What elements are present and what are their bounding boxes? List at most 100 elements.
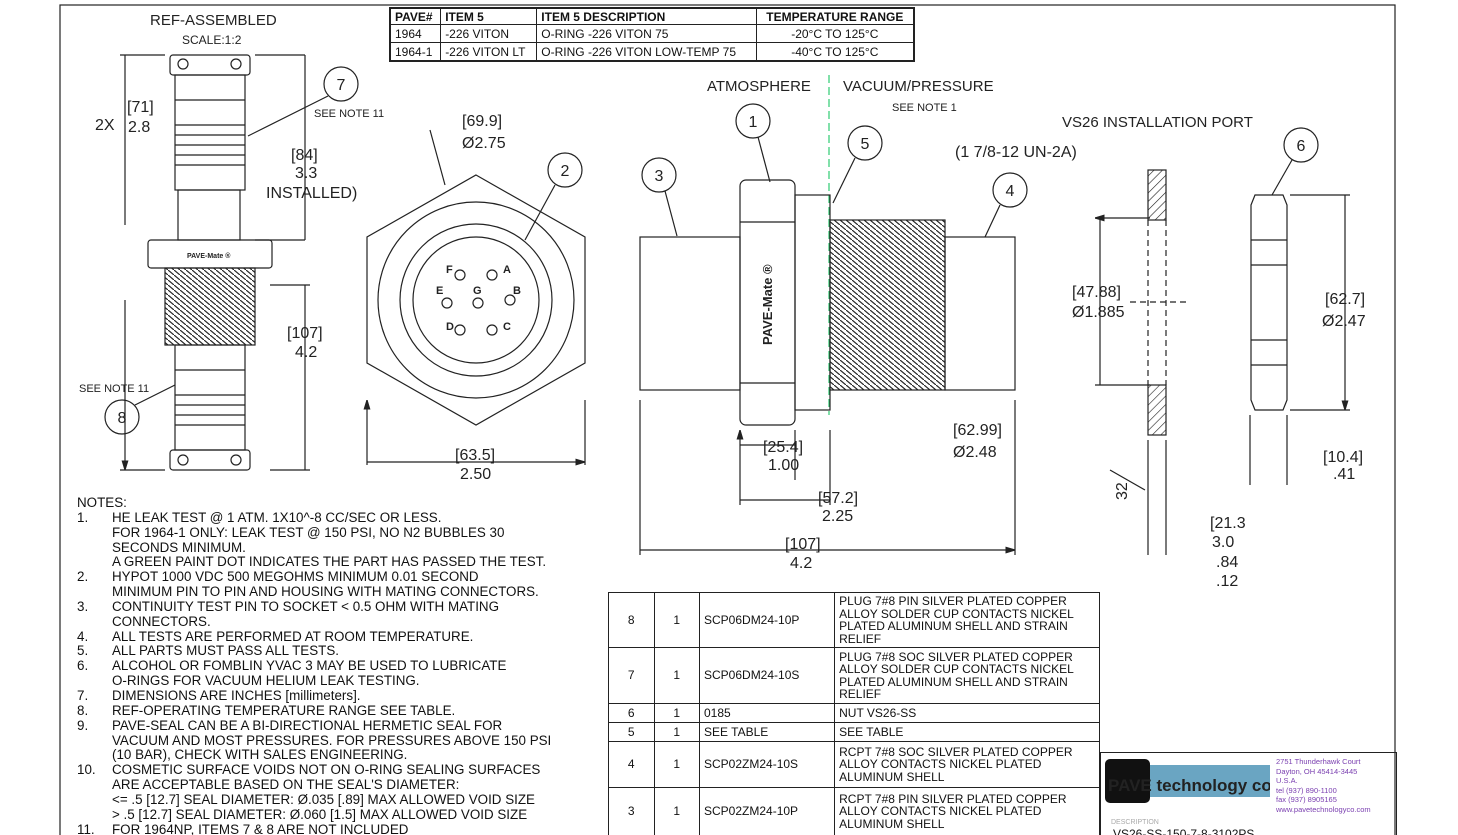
- item-balloons: 1 2 3 4 5 6 7 8: [104, 66, 1319, 435]
- dim-62-7mm: [62.7]: [1325, 291, 1365, 308]
- vacuum-pressure-label: VACUUM/PRESSURE: [843, 78, 994, 95]
- side-view: ATMOSPHERE VACUUM/PRESSURE SEE NOTE 1 PA…: [639, 75, 1077, 572]
- cell: -226 VITON LT: [440, 42, 538, 62]
- note-number: 2.: [77, 569, 89, 585]
- bom-description: PLUG 7#8 SOC SILVER PLATED COPPER ALLOY …: [834, 647, 1100, 704]
- note-number: 5.: [77, 643, 89, 659]
- cell: 1964: [389, 24, 442, 43]
- dim-62-99mm: [62.99]: [953, 422, 1002, 439]
- pin-d: D: [446, 321, 454, 333]
- balloon-5: 5: [861, 136, 870, 153]
- dim-21-3mm: [21.3: [1210, 515, 1246, 532]
- dim-107mm-assembled: [107]: [287, 325, 323, 342]
- note-item: 10. COSMETIC SURFACE VOIDS NOT ON O-RING …: [77, 762, 551, 822]
- note-line: VACUUM AND MOST PRESSURES. FOR PRESSURES…: [112, 732, 552, 748]
- note-line: ALCOHOL OR FOMBLIN YVAC 3 MAY BE USED TO…: [112, 658, 507, 674]
- note-line: HYPOT 1000 VDC 500 MEGOHMS MINIMUM 0.01 …: [112, 569, 479, 585]
- dim-3-3in: 3.3: [295, 165, 317, 182]
- note-line: MINIMUM PIN TO PIN AND HOUSING WITH MATI…: [112, 584, 539, 600]
- ref-assembled-label: REF-ASSEMBLED: [150, 12, 277, 29]
- cell: -226 VITON: [440, 24, 538, 43]
- description-label: DESCRIPTION: [1111, 819, 1159, 826]
- pin-g: G: [473, 285, 482, 297]
- bom-description: SEE TABLE: [834, 722, 1100, 742]
- note-line: COSMETIC SURFACE VOIDS NOT ON O-RING SEA…: [112, 762, 541, 778]
- dim-dia-2-75: Ø2.75: [462, 135, 506, 152]
- dim-2-8in: 2.8: [128, 119, 150, 136]
- bom-item-number: 8: [608, 592, 655, 648]
- pin-e: E: [436, 285, 443, 297]
- address-line: tel (937) 890-1100: [1276, 785, 1337, 795]
- note-line: CONTINUITY TEST PIN TO SOCKET < 0.5 OHM …: [112, 598, 500, 614]
- header-item5-desc: ITEM 5 DESCRIPTION: [536, 7, 757, 25]
- bom-part-number: SCP02ZM24-10P: [698, 787, 836, 835]
- front-view: A B C D E F G [69.9] Ø2.75 [63.5] 2.50: [367, 113, 585, 483]
- note-line: <= .5 [12.7] SEAL DIAMETER: Ø.035 [.89] …: [112, 791, 535, 807]
- bom-part-number: SCP06DM24-10P: [698, 592, 836, 648]
- note-line: PAVE-SEAL CAN BE A BI-DIRECTIONAL HERMET…: [112, 717, 503, 733]
- balloon-3: 3: [655, 168, 664, 185]
- dim-57-2mm: [57.2]: [818, 490, 858, 507]
- bom-description: RCPT 7#8 SOC SILVER PLATED COPPER ALLOY …: [834, 741, 1100, 788]
- bom-item-number: 5: [608, 722, 655, 742]
- logo-text: PAVE technology co.: [1108, 776, 1270, 795]
- note-line: CONNECTORS.: [112, 613, 211, 629]
- note-item: 9. PAVE-SEAL CAN BE A BI-DIRECTIONAL HERM…: [77, 717, 552, 764]
- dim-2-25in: 2.25: [822, 508, 853, 525]
- dim-71mm: [71]: [127, 99, 154, 116]
- note-line: ARE ACCEPTABLE BASED ON THE SEAL'S DIAME…: [112, 777, 460, 793]
- note-item: 4.ALL TESTS ARE PERFORMED AT ROOM TEMPER…: [77, 629, 551, 645]
- address-line: Dayton, OH 45414-3445: [1276, 766, 1358, 776]
- notes-title: NOTES:: [77, 495, 127, 510]
- surface-finish-32: 32: [1114, 482, 1131, 500]
- address-line: www.pavetechnologyco.com: [1276, 804, 1371, 814]
- bom-description: PLUG 7#8 PIN SILVER PLATED COPPER ALLOY …: [834, 592, 1100, 648]
- address-line: U.S.A.: [1276, 776, 1298, 785]
- dim-69-9mm: [69.9]: [462, 113, 502, 130]
- bom-qty: 1: [653, 787, 700, 835]
- note-line: DIMENSIONS ARE INCHES [millimeters].: [112, 687, 361, 703]
- pin-b: B: [513, 285, 521, 297]
- dim-4-2in-assembled: 4.2: [295, 344, 317, 361]
- note-number: 9.: [77, 717, 89, 733]
- dim-dia-2-48: Ø2.48: [953, 444, 997, 461]
- dim-63-5mm: [63.5]: [455, 447, 495, 464]
- assembled-view: REF-ASSEMBLED SCALE:1:2 PAVE-Mate ® 2X […: [79, 12, 384, 470]
- see-note-11-top: SEE NOTE 11: [314, 108, 384, 120]
- header-temp-range: TEMPERATURE RANGE: [755, 7, 915, 25]
- note-line: A GREEN PAINT DOT INDICATES THE PART HAS…: [112, 554, 547, 570]
- balloon-2: 2: [561, 163, 570, 180]
- bom-description: RCPT 7#8 PIN SILVER PLATED COPPER ALLOY …: [834, 787, 1100, 835]
- note-line: FOR 1964NP, ITEMS 7 & 8 ARE NOT INCLUDED: [112, 821, 409, 835]
- dim-dia-1-885: Ø1.885: [1072, 304, 1125, 321]
- install-port-label: VS26 INSTALLATION PORT: [1062, 114, 1253, 131]
- thread-spec-label: (1 7/8-12 UN-2A): [955, 144, 1077, 161]
- note-number: 10.: [77, 762, 96, 778]
- notes-section: NOTES: 1.HE LEAK TEST @ 1 ATM. 1X10^-8 C…: [77, 495, 552, 835]
- note-line: ALL PARTS MUST PASS ALL TESTS.: [112, 643, 339, 659]
- address-line: fax (937) 8905165: [1276, 795, 1337, 804]
- bom-item-number: 4: [608, 741, 655, 788]
- address-line: 2751 Thunderhawk Court: [1276, 757, 1361, 766]
- dim-2x: 2X: [95, 117, 115, 134]
- note-line: > .5 [12.7] SEAL DIAMETER: Ø.060 [1.5] M…: [112, 806, 528, 822]
- part-description: VS26-SS-150-7-8-3102PS: [1113, 827, 1255, 835]
- cell: -40°C TO 125°C: [755, 42, 915, 62]
- bom-qty: 1: [653, 703, 700, 723]
- bom-qty: 1: [653, 647, 700, 704]
- pave-logo: PAVE technology co.: [1105, 759, 1270, 803]
- dim-3-0mm: 3.0: [1212, 534, 1234, 551]
- note-item: 1.HE LEAK TEST @ 1 ATM. 1X10^-8 CC/SEC O…: [77, 510, 551, 570]
- header-pave: PAVE#: [389, 7, 442, 25]
- note-item: 7.DIMENSIONS ARE INCHES [millimeters].: [77, 687, 551, 704]
- see-note-1: SEE NOTE 1: [892, 102, 957, 114]
- cell: -20°C TO 125°C: [755, 24, 915, 43]
